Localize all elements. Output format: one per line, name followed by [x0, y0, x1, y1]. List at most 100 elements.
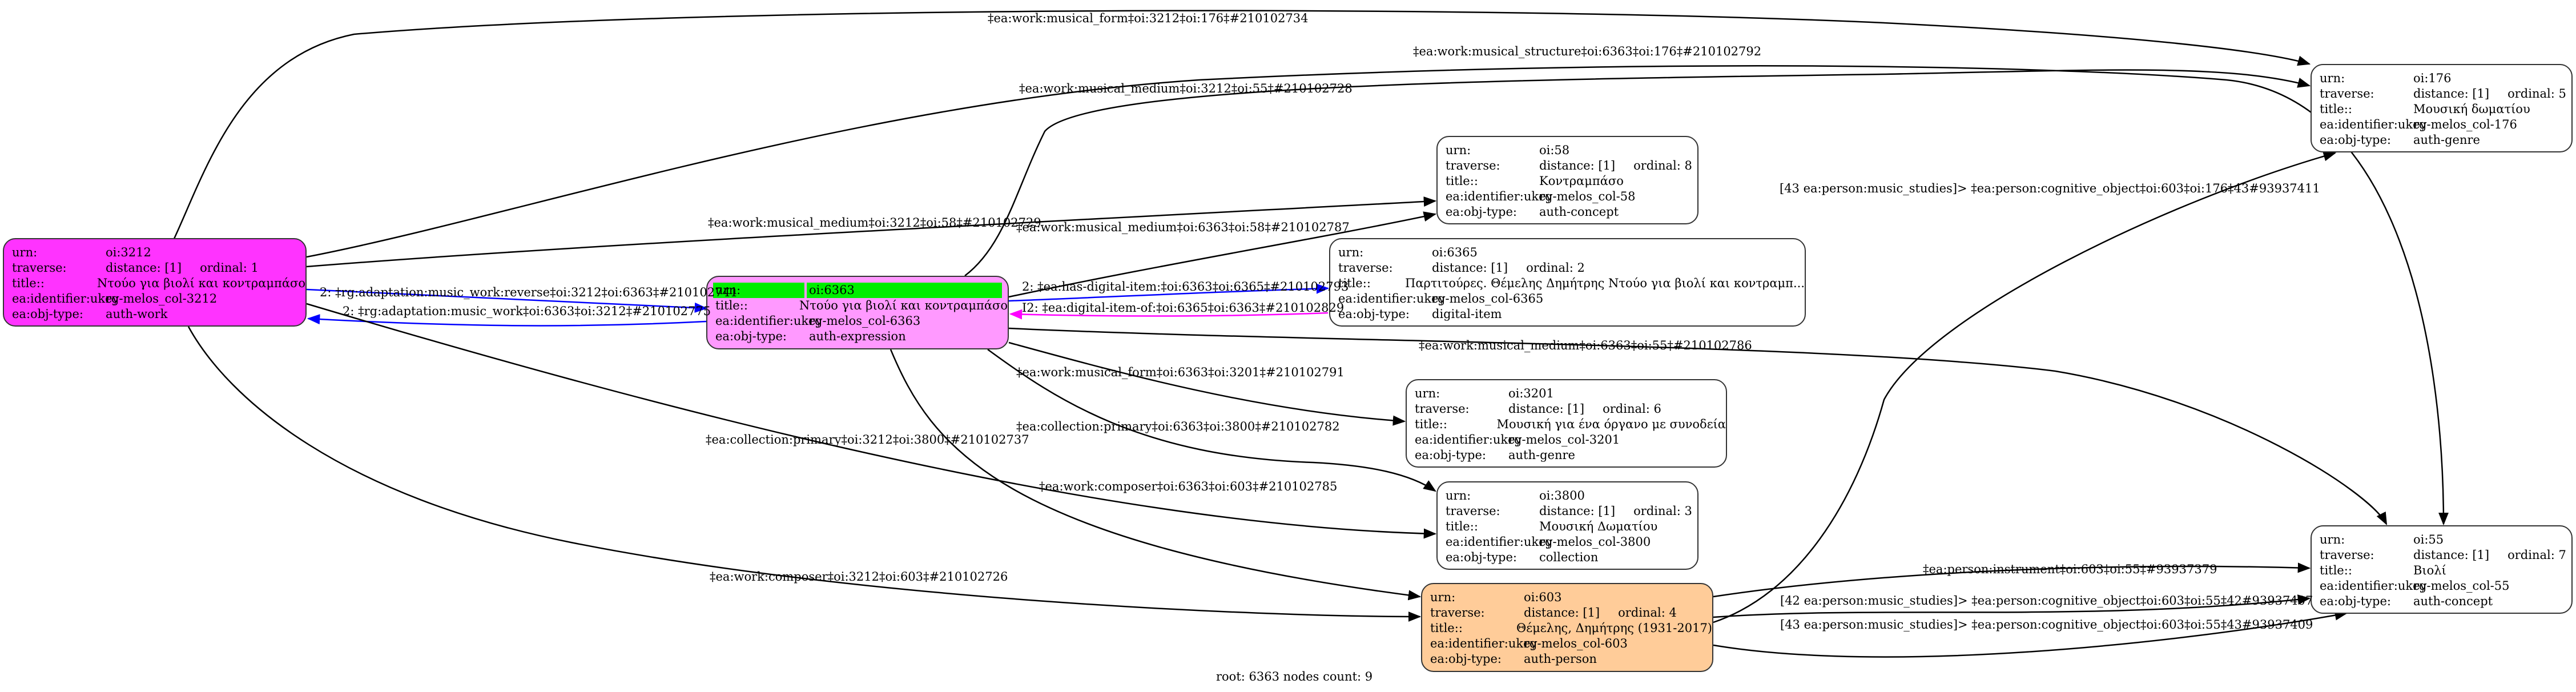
- obj-type-label: ea:obj-type:: [715, 329, 787, 343]
- edge: [1713, 594, 2311, 618]
- obj-type-value: auth-genre: [2413, 133, 2480, 147]
- traverse-row: traverse:distance: [1]ordinal: 4: [1422, 605, 1712, 621]
- traverse-row: traverse:distance: [1]ordinal: 6: [1407, 401, 1726, 417]
- title-value: Κοντραμπάσο: [1539, 174, 1624, 188]
- traverse-ordinal: ordinal: 7: [2507, 548, 2566, 562]
- traverse-label: traverse:: [2320, 548, 2374, 562]
- ukey-value: rg-melos_col-3201: [1508, 433, 1620, 446]
- traverse-value: distance: [1]ordinal: 3: [1535, 504, 1697, 519]
- edge-label: ‡ea:work:musical_medium‡oi:6363‡oi:58‡#2…: [1016, 220, 1350, 234]
- ukey-label: ea:identifier:ukey: [1446, 190, 1553, 203]
- edge-label: ‡ea:work:musical_structure‡oi:6363‡oi:17…: [1413, 45, 1762, 58]
- obj-type-label: ea:obj-type:: [1415, 448, 1486, 462]
- edge: [1713, 610, 2348, 658]
- ukey-value: rg-melos_col-6365: [1432, 292, 1544, 305]
- title-value: Θέμελης, Δημήτρης (1931-2017): [1516, 621, 1712, 635]
- traverse-value: distance: [1] ordinal: 2: [1427, 260, 1805, 276]
- edge: [306, 288, 708, 313]
- edge-label: ‡ea:work:musical_form‡oi:6363‡oi:3201‡#2…: [1016, 365, 1345, 379]
- obj-type-row: ea:obj-type: auth-expression: [707, 329, 1008, 344]
- traverse-value: distance: [1]ordinal: 1: [101, 260, 305, 276]
- urn-row: urn: oi:3212: [4, 245, 305, 260]
- urn-row: urn: oi:55: [2312, 532, 2571, 548]
- ukey-label: ea:identifier:ukey: [715, 314, 823, 328]
- ukey-value: rg-melos_col-3212: [106, 292, 218, 305]
- obj-type-label: ea:obj-type:: [1430, 652, 1502, 666]
- title-row: title::Παρτιτούρες. Θέμελης Δημήτρης Ντο…: [1330, 276, 1805, 291]
- edge-label: 2: ‡ea:has-digital-item:‡oi:6363‡oi:6365…: [1022, 280, 1349, 293]
- traverse-value: distance: [1]ordinal: 5: [2409, 86, 2571, 102]
- traverse-ordinal: ordinal: 6: [1603, 402, 1661, 416]
- traverse-distance: distance: [1]: [1432, 261, 1508, 275]
- obj-type-label: ea:obj-type:: [2320, 594, 2391, 608]
- traverse-label: traverse:: [2320, 87, 2374, 100]
- obj-type-value: auth-work: [106, 307, 168, 321]
- traverse-label: traverse:: [1430, 606, 1485, 619]
- urn-label: urn:: [1446, 489, 1471, 502]
- title-row: title::Κοντραμπάσο: [1438, 174, 1697, 189]
- obj-type-value: digital-item: [1432, 307, 1502, 321]
- obj-type-row: ea:obj-type:auth-genre: [2312, 132, 2571, 148]
- title-label: title::: [2320, 102, 2352, 116]
- urn-value: oi:3212: [106, 246, 151, 259]
- traverse-label: traverse:: [1446, 159, 1500, 172]
- edge-label: ‡ea:work:composer‡oi:6363‡oi:603‡#210102…: [1039, 480, 1338, 493]
- edge: [187, 326, 1422, 622]
- edge-label: ‡ea:work:musical_form‡oi:3212‡oi:176‡#21…: [988, 11, 1309, 25]
- ukey-label: ea:identifier:ukey: [1415, 433, 1522, 446]
- traverse-ordinal: ordinal: 2: [1526, 261, 1585, 275]
- ukey-label: ea:identifier:ukey: [2320, 579, 2427, 593]
- title-label: title::: [1430, 621, 1463, 635]
- traverse-distance: distance: [1]: [2413, 548, 2490, 562]
- edge-label: ‡ea:work:composer‡oi:3212‡oi:603‡#210102…: [710, 570, 1008, 584]
- urn-label: urn:: [2320, 533, 2345, 546]
- title-label: title::: [715, 299, 748, 312]
- ukey-value: rg-melos_col-58: [1539, 190, 1636, 203]
- title-value: Ντούο για βιολί και κοντραμπάσο: [799, 299, 1008, 312]
- title-label: title::: [12, 276, 45, 290]
- urn-row: urn:oi:3800: [1438, 488, 1697, 504]
- node-oi-3212[interactable]: urn: oi:3212 traverse: distance: [1]ordinal…: [3, 238, 307, 327]
- edge-label: ‡ea:work:musical_medium‡oi:6363‡oi:55‡#2…: [1419, 339, 1752, 352]
- obj-type-row: ea:obj-type: auth-genre: [1407, 448, 1726, 463]
- traverse-distance: distance: [1]: [1539, 504, 1616, 518]
- urn-label: urn:: [12, 246, 38, 259]
- node-oi-55[interactable]: urn: oi:55 traverse: distance: [1] ordinal: …: [2311, 525, 2573, 614]
- traverse-label: traverse:: [12, 261, 67, 275]
- urn-row: urn:oi:176: [2312, 71, 2571, 86]
- traverse-label: traverse:: [1446, 504, 1500, 518]
- title-row: title::Βιολί: [2312, 563, 2571, 578]
- obj-type-value: auth-genre: [1508, 448, 1575, 462]
- obj-type-label: ea:obj-type:: [1446, 550, 1517, 564]
- obj-type-value: auth-concept: [1539, 205, 1619, 219]
- urn-label: urn:: [1338, 246, 1364, 259]
- urn-label: urn:: [1446, 143, 1471, 157]
- traverse-ordinal: ordinal: 8: [1633, 159, 1692, 172]
- edge-label: [42 ea:person:music_studies]> ‡ea:person…: [1780, 594, 2313, 607]
- traverse-label: traverse:: [1415, 402, 1470, 416]
- edge: [306, 196, 1437, 268]
- title-row: title::Μουσική Δωματίου: [1438, 519, 1697, 534]
- obj-type-value: auth-expression: [809, 329, 906, 343]
- obj-type-row: ea:obj-type:auth-concept: [2312, 594, 2571, 609]
- urn-row: urn:oi:6363: [707, 283, 1008, 298]
- ukey-value: rg-melos_col-176: [2413, 118, 2517, 131]
- title-row: title::Μουσική δωματίου: [2312, 102, 2571, 117]
- traverse-value: distance: [1] ordinal: 8: [1535, 158, 1697, 174]
- urn-label: urn:: [2320, 71, 2345, 85]
- urn-value: oi:55: [2413, 533, 2444, 546]
- title-row: title::Ντούο για βιολί και κοντραμπάσο: [4, 276, 305, 291]
- urn-row: urn:oi:603: [1422, 590, 1712, 605]
- traverse-distance: distance: [1]: [1539, 159, 1616, 172]
